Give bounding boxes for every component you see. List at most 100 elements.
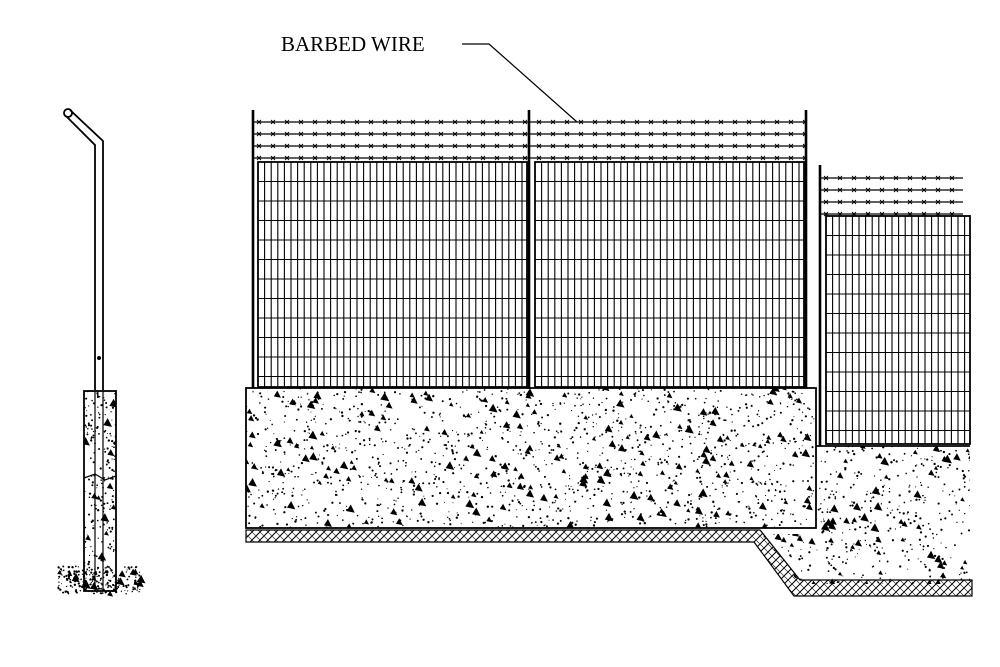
aggregate-dot (349, 468, 352, 471)
aggregate-dot (297, 466, 300, 469)
aggregate-dot (552, 402, 554, 405)
aggregate-dot (402, 482, 404, 484)
aggregate-dot (113, 458, 115, 460)
aggregate-dot (106, 502, 109, 505)
aggregate-dot (811, 446, 814, 449)
aggregate-dot (420, 515, 423, 518)
barb (648, 131, 654, 137)
aggregate-dot (793, 488, 795, 490)
barb (704, 131, 710, 137)
aggregate-dot (760, 494, 762, 496)
aggregate-stone (936, 561, 945, 570)
aggregate-stone (136, 574, 146, 584)
aggregate-stone (791, 529, 800, 537)
aggregate-stone (501, 462, 510, 471)
aggregate-dot (956, 467, 959, 470)
aggregate-dot (518, 392, 521, 394)
aggregate-dot (136, 582, 139, 586)
barb (893, 187, 899, 193)
aggregate-dot (593, 488, 596, 491)
aggregate-dot (718, 507, 721, 510)
aggregate-dot (641, 389, 645, 392)
aggregate-dot (703, 417, 705, 420)
aggregate-dot (535, 404, 537, 407)
aggregate-dot (690, 500, 692, 502)
aggregate-dot (443, 501, 445, 503)
aggregate-dot (502, 484, 505, 488)
aggregate-dot (90, 414, 92, 416)
barb (564, 131, 570, 137)
aggregate-dot (543, 428, 546, 431)
aggregate-dot (907, 559, 910, 562)
aggregate-dot (693, 390, 695, 392)
aggregate-dot (252, 391, 254, 393)
aggregate-dot (539, 483, 542, 486)
aggregate-dot (126, 578, 129, 581)
aggregate-dot (355, 388, 357, 390)
aggregate-dot (762, 520, 764, 522)
aggregate-dot (347, 417, 350, 420)
aggregate-dot (527, 516, 530, 519)
aggregate-dot (318, 454, 320, 456)
aggregate-stone (723, 471, 730, 478)
aggregate-dot (269, 441, 272, 444)
aggregate-dot (630, 466, 632, 468)
aggregate-stone (968, 454, 970, 460)
aggregate-dot (88, 478, 91, 481)
aggregate-dot (335, 446, 337, 448)
aggregate-dot (793, 499, 796, 502)
aggregate-dot (784, 521, 786, 523)
aggregate-dot (316, 522, 319, 524)
aggregate-dot (820, 480, 823, 484)
aggregate-dot (915, 512, 917, 514)
aggregate-dot (345, 508, 349, 512)
aggregate-dot (800, 549, 802, 551)
aggregate-dot (271, 423, 273, 426)
aggregate-dot (782, 462, 785, 465)
aggregate-dot (965, 571, 968, 574)
aggregate-dot (969, 498, 970, 500)
aggregate-dot (714, 391, 716, 393)
aggregate-dot (539, 517, 542, 520)
aggregate-dot (418, 505, 420, 507)
aggregate-dot (784, 456, 787, 460)
aggregate-dot (467, 445, 470, 448)
aggregate-dot (88, 584, 90, 586)
aggregate-dot (696, 476, 699, 480)
aggregate-dot (683, 465, 687, 468)
aggregate-dot (702, 520, 704, 522)
aggregate-dot (776, 498, 779, 501)
aggregate-dot (575, 426, 578, 430)
aggregate-dot (118, 584, 120, 587)
aggregate-dot (97, 391, 99, 393)
aggregate-dot (971, 556, 973, 558)
aggregate-dot (317, 458, 320, 461)
aggregate-stone (837, 571, 843, 576)
aggregate-stone (410, 396, 418, 404)
aggregate-dot (538, 400, 541, 402)
aggregate-dot (841, 561, 844, 563)
aggregate-dot (485, 423, 488, 426)
aggregate-dot (716, 453, 718, 456)
aggregate-dot (132, 588, 135, 591)
aggregate-dot (341, 434, 344, 437)
aggregate-dot (748, 505, 750, 507)
aggregate-dot (904, 538, 906, 541)
aggregate-dot (853, 543, 855, 545)
barb (788, 119, 794, 125)
aggregate-dot (85, 573, 88, 576)
aggregate-dot (781, 546, 783, 549)
aggregate-dot (806, 449, 809, 451)
aggregate-dot (779, 447, 782, 450)
aggregate-dot (882, 490, 885, 492)
aggregate-dot (112, 489, 115, 492)
aggregate-dot (887, 529, 890, 532)
aggregate-stone (248, 415, 255, 422)
aggregate-dot (59, 567, 61, 569)
aggregate-dot (714, 446, 717, 449)
barb (606, 155, 612, 161)
aggregate-dot (380, 404, 383, 406)
aggregate-dot (581, 411, 584, 414)
aggregate-dot (666, 450, 668, 452)
barb (823, 199, 829, 205)
